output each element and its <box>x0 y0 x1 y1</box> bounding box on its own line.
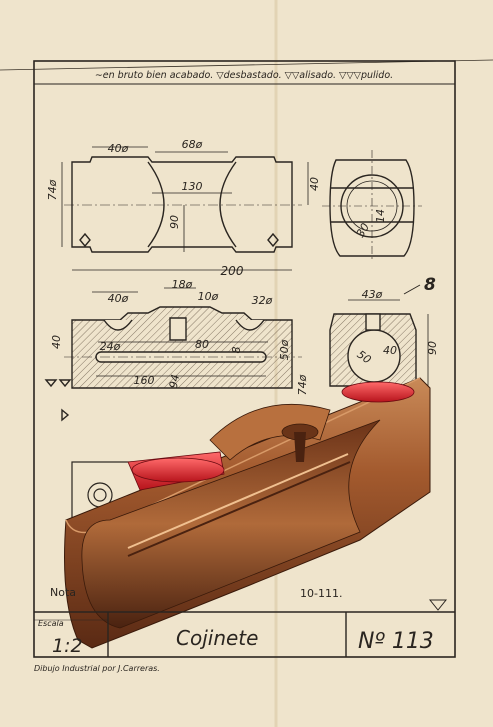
dim-sec-40-left: 40 <box>50 335 63 349</box>
dim-sec-50: 50ø <box>278 339 291 360</box>
publisher-logo <box>428 599 448 611</box>
note-label: Nota <box>50 586 76 599</box>
dim-sec-24: 24ø <box>100 340 121 353</box>
figure-number-8: 8 <box>424 275 436 295</box>
oil-cap-left <box>131 457 225 483</box>
dim-sec-8: 8 <box>230 347 243 354</box>
end-view <box>322 150 422 262</box>
part-name: Cojinete <box>176 626 258 650</box>
dim-top-68: 68ø <box>182 138 203 151</box>
dim-sec-94: 94 <box>167 373 182 389</box>
dim-sec-32: 32ø <box>252 294 273 307</box>
oil-cap-right <box>341 381 415 403</box>
dim-top-200: 200 <box>221 264 244 278</box>
dim-top-74: 74ø <box>46 179 59 200</box>
dim-sec-10: 10ø <box>198 290 219 303</box>
dim-end-14: 14 <box>374 209 387 223</box>
top-view <box>61 146 309 271</box>
scale-value: 1:2 <box>52 635 83 657</box>
dim-sec-74: 74ø <box>296 374 309 395</box>
dim-sec-40: 40ø <box>108 292 129 305</box>
note-reference: 10-111. <box>300 587 342 600</box>
right-section-view <box>329 284 429 387</box>
author-credit: Dibujo Industrial por J.Carreras. <box>34 664 160 673</box>
dim-end-30: 30 <box>354 221 372 240</box>
surface-finish-legend: ∼en bruto bien acabado. ▽desbastado. ▽▽a… <box>95 70 393 81</box>
sheet-number: Nº 113 <box>358 629 434 654</box>
dim-sec-80: 80 <box>195 338 209 351</box>
title-block <box>34 611 455 657</box>
dim-top-90: 90 <box>168 215 181 229</box>
section-view <box>44 287 302 422</box>
dim-right-90: 90 <box>426 341 439 355</box>
dim-sec-18: 18ø <box>172 278 193 291</box>
dim-top-40: 40ø <box>108 142 129 155</box>
drawing-frame <box>33 60 456 658</box>
dim-right-43: 43ø <box>362 288 383 301</box>
dim-sec-160: 160 <box>134 374 155 387</box>
dim-right-40: 40 <box>383 344 397 357</box>
bearing-3d-render <box>64 377 431 649</box>
dim-top-130: 130 <box>182 180 203 193</box>
dim-top-40-right: 40 <box>308 177 321 191</box>
scale-label: Escala <box>38 619 64 628</box>
